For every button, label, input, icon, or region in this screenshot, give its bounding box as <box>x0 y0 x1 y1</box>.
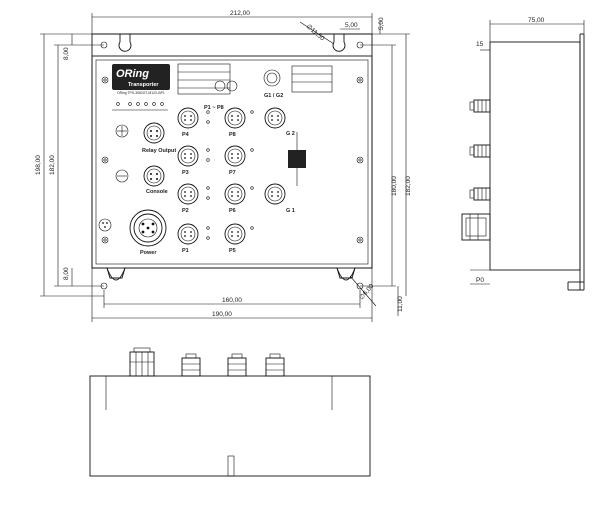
side-connector <box>469 144 491 158</box>
status-led-row <box>112 102 168 111</box>
keyhole-slot-right <box>332 34 346 52</box>
side-view: 75,00 15 P0 <box>461 17 585 291</box>
port-p8 <box>224 107 246 129</box>
bypass-indicator-box <box>288 150 306 168</box>
p8-label: P8 <box>229 132 236 138</box>
right-slot-outline <box>336 267 356 281</box>
dim-bottom-margin: 8,00 <box>63 267 70 280</box>
dim-hole: ∅11,50 <box>305 23 326 42</box>
keyhole-slot-left <box>118 34 132 52</box>
dim-left-margin: 8,00 <box>63 47 70 60</box>
p7-label: P7 <box>229 170 236 176</box>
port-p3 <box>177 145 199 167</box>
side-power-connector <box>461 213 491 241</box>
dim-side-depth: 75,00 <box>528 17 545 24</box>
model-label: ORing TPS-3082GT-M12X-BP1 <box>117 91 165 95</box>
dim-bottom-w2: 190,00 <box>212 311 232 318</box>
relay-output-label: Relay Output <box>142 148 176 154</box>
gigabit-led-block <box>263 65 333 93</box>
dim-top-width: 212,00 <box>230 10 250 17</box>
console-label: Console <box>146 189 168 195</box>
power-label: Power <box>140 250 157 256</box>
port-g1 <box>264 183 286 205</box>
p4-label: P4 <box>182 132 190 138</box>
front-view: ORing Transporter ORing TPS-3082GT-M12X-… <box>91 33 373 290</box>
device-face <box>95 59 369 265</box>
bottom-connector <box>265 353 285 377</box>
reset-switch <box>115 169 129 183</box>
console-connector <box>143 165 165 187</box>
dip-switch <box>115 124 129 138</box>
port-p1 <box>177 223 199 245</box>
g1-label: G 1 <box>286 208 295 214</box>
power-connector <box>129 209 167 247</box>
dim-right-h1: 180,00 <box>391 176 398 196</box>
p3-label: P3 <box>182 170 189 176</box>
port-p6 <box>224 183 246 205</box>
p1-p8-label: P1 ~ P8 <box>204 105 224 111</box>
side-connector <box>469 187 491 201</box>
g2-label: G 2 <box>286 131 295 137</box>
small-port-block <box>214 80 238 92</box>
dim-slot: ∅6,00 <box>358 282 375 301</box>
port-led-indicators <box>206 110 254 240</box>
left-slot-outline <box>106 267 126 281</box>
bottom-tab <box>227 455 235 477</box>
logo-plate <box>112 64 170 90</box>
bottom-view <box>89 347 371 477</box>
dim-bottom-offset: 11,00 <box>397 296 404 312</box>
dim-right-offset: 5,00 <box>345 22 358 29</box>
port-led-legend <box>177 63 231 95</box>
p1-label: P1 <box>182 248 189 254</box>
dim-inner-height: 182,00 <box>49 155 56 175</box>
bottom-connector <box>181 353 201 377</box>
port-g2 <box>264 107 286 129</box>
p2-label: P2 <box>182 208 189 214</box>
port-p5 <box>224 223 246 245</box>
dim-side-ledge: 15 <box>476 41 484 48</box>
side-connector <box>469 99 491 113</box>
g1-g2-label: G1 / G2 <box>264 93 283 99</box>
dim-top-margin: 5,00 <box>378 17 385 30</box>
dim-overall-height: 198,00 <box>35 155 42 175</box>
p5-label: P5 <box>229 248 236 254</box>
port-p2 <box>177 183 199 205</box>
port-p4 <box>177 107 199 129</box>
series-name: Transporter <box>128 82 159 88</box>
brand-logo: ORing <box>116 68 149 80</box>
port-p7 <box>224 145 246 167</box>
relay-output-connector <box>143 122 165 144</box>
power-small-connector <box>98 218 112 232</box>
dim-right-h2: 182,00 <box>405 176 412 196</box>
side-body <box>489 41 581 271</box>
p6-label: P6 <box>229 208 236 214</box>
bottom-connector <box>227 353 247 377</box>
bottom-power-connector <box>129 347 155 377</box>
dim-bottom-w1: 160,00 <box>222 297 242 304</box>
device-body <box>91 55 373 269</box>
bottom-body <box>89 375 371 477</box>
dim-side-base: P0 <box>476 277 484 284</box>
